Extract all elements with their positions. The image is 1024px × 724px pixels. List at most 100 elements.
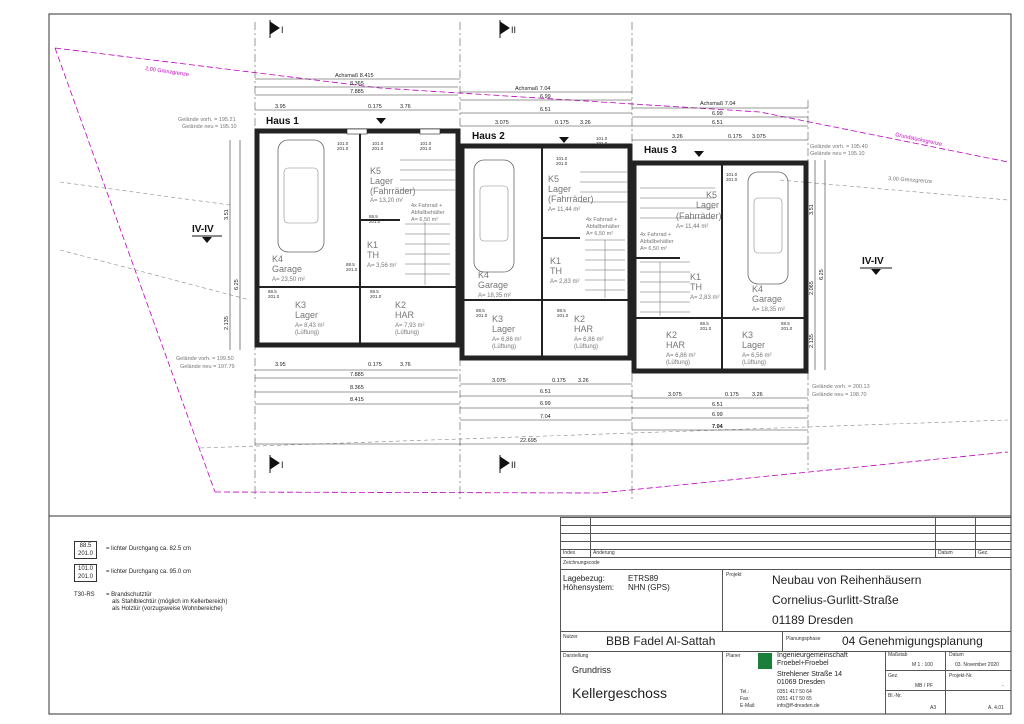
room-note: 4x Fahrrad + <box>411 203 442 209</box>
house-2-plan <box>459 137 633 361</box>
room-area: A= 11,44 m² <box>548 207 580 213</box>
room-label: K2 <box>574 314 585 324</box>
dim-total: 22.695 <box>520 438 537 444</box>
dim-label: 3.075 <box>495 120 509 126</box>
room-area: A= 6,86 m² <box>574 337 604 343</box>
room-label: TH <box>550 266 562 276</box>
hoehen-label: Höhensystem: <box>563 583 615 592</box>
dim-label: 7.04 <box>540 414 551 420</box>
fax-value: 0351 417 50 65 <box>777 696 812 702</box>
col-divider <box>722 569 723 631</box>
tel-value: 0351 417 50 64 <box>777 689 812 695</box>
boundary-label: 2,00 Grenzgrenze <box>145 66 189 78</box>
hoehen-value: NHN (GPS) <box>628 583 670 592</box>
lagebezug-label: Lagebezug: <box>563 574 605 583</box>
dim-label: 6.99 <box>540 94 551 100</box>
svg-text:I: I <box>281 25 284 35</box>
dim-label: 0.175 <box>368 104 382 110</box>
dim-label: 6.99 <box>712 111 723 117</box>
room-note: (Lüftung) <box>574 344 598 350</box>
massstab-value: M 1 : 100 <box>912 662 933 668</box>
section-label: IV-IV <box>862 256 884 267</box>
room-note: Abfallbehälter <box>411 210 445 216</box>
room-note: A= 6,50 m² <box>411 217 438 223</box>
door-tag: 101.0 <box>337 141 349 146</box>
dim-label: 3.51 <box>224 209 230 220</box>
room-label: Lager <box>548 184 571 194</box>
terrain-label: Gelände vorh. = 195.21 <box>178 117 236 123</box>
door-tag: 201.0 <box>556 161 568 166</box>
door-tag: 101.0 <box>596 136 608 141</box>
projekt-label: Projekt <box>726 572 742 578</box>
room-area: A= 7,93 m² <box>395 323 425 329</box>
darstellung-row <box>560 651 1011 714</box>
dim-label: 7.885 <box>350 89 364 95</box>
boundary-label: 3,00 Grenzgrenze <box>888 176 932 185</box>
svg-text:II: II <box>511 25 516 35</box>
planer-label: Planer <box>726 653 741 659</box>
room-note: A= 6,50 m² <box>586 231 613 237</box>
project-row <box>560 569 1011 631</box>
door-tag: 101.0 <box>726 172 738 177</box>
mail-label: E-Mail: <box>740 703 756 709</box>
room-note: A= 6,50 m² <box>640 246 667 252</box>
col-divider <box>722 651 723 714</box>
dim-label: 3.95 <box>275 362 286 368</box>
phase-value: 04 Genehmigungsplanung <box>842 634 983 648</box>
dim-label: 3.26 <box>752 392 763 398</box>
door-tag: 88.5 <box>476 308 485 313</box>
aenderung-header: Änderung <box>593 550 615 556</box>
planer-2: Froebel+Froebel <box>777 660 829 667</box>
door-tag: 201.0 <box>596 141 608 146</box>
rev-line <box>560 525 1011 526</box>
index-header: Index <box>563 550 576 556</box>
door-tag: 101.0 <box>556 156 568 161</box>
rev-col <box>975 517 976 557</box>
dim-label: 3.075 <box>668 392 682 398</box>
section-marker-bottom-mid: II <box>499 455 516 473</box>
darstellung-label: Darstellung <box>563 653 589 659</box>
row-divider <box>885 670 1011 671</box>
room-area: A= 6,56 m² <box>742 353 772 359</box>
darstellung-2: Kellergeschoss <box>572 685 667 701</box>
door-tag: 201.0 <box>370 294 382 299</box>
boundary-label: Grundstücksgrenze <box>895 132 943 148</box>
datum-label: Datum <box>949 652 964 658</box>
nutzer-row <box>560 631 1011 651</box>
rev-line <box>560 549 1011 550</box>
section-marker-top-left: I <box>269 20 284 38</box>
phase-label: Planungsphase <box>786 636 821 642</box>
svg-text:I: I <box>281 460 284 470</box>
room-label: K5 <box>370 166 381 176</box>
room-label: K3 <box>295 300 306 310</box>
dim-label: 0.175 <box>725 392 739 398</box>
room-area: A= 6,86 m² <box>666 353 696 359</box>
dim-label: 6.99 <box>712 412 723 418</box>
dimension-labels: Achsmaß 8.415 8.365 7.885 3.95 0.175 3.7… <box>224 73 825 444</box>
house-2-title: Haus 2 <box>472 131 505 142</box>
boundary-labels: 2,00 Grenzgrenze Grundstücksgrenze 3,00 … <box>145 66 943 185</box>
legend-t30-desc2: als Stahlblechtür (möglich im Kellerbere… <box>112 599 228 605</box>
door-tag: 88.5 <box>268 289 277 294</box>
dim-label: 6.25 <box>234 279 240 290</box>
room-label: K4 <box>272 254 283 264</box>
house-3-plan <box>631 151 809 374</box>
dim-label: 7.04 <box>712 424 724 430</box>
darstellung-1: Grundriss <box>572 665 612 675</box>
planer-logo <box>758 653 772 669</box>
section-mark-left: IV-IV <box>192 224 222 243</box>
door-tag: 201.0 <box>420 146 432 151</box>
dim-achsmass-3: Achsmaß 7.04 <box>700 101 735 107</box>
dim-label: 6.25 <box>819 269 825 280</box>
room-label: K4 <box>478 270 489 280</box>
room-label: HAR <box>666 340 686 350</box>
col-divider <box>782 631 783 651</box>
dim-label: 6.51 <box>540 107 551 113</box>
house-1-rooms: K5 Lager (Fahrräder) A= 13,20 m² 4x Fahr… <box>272 166 445 336</box>
symbol-top: 88.5 <box>79 543 92 549</box>
door-tag: 88.5 <box>370 289 379 294</box>
col-divider <box>945 651 946 714</box>
room-area: A= 11,44 m² <box>676 224 708 230</box>
legend-t30-desc: = Brandschutztür <box>106 592 152 598</box>
massstab-label: Maßstab <box>888 652 908 658</box>
